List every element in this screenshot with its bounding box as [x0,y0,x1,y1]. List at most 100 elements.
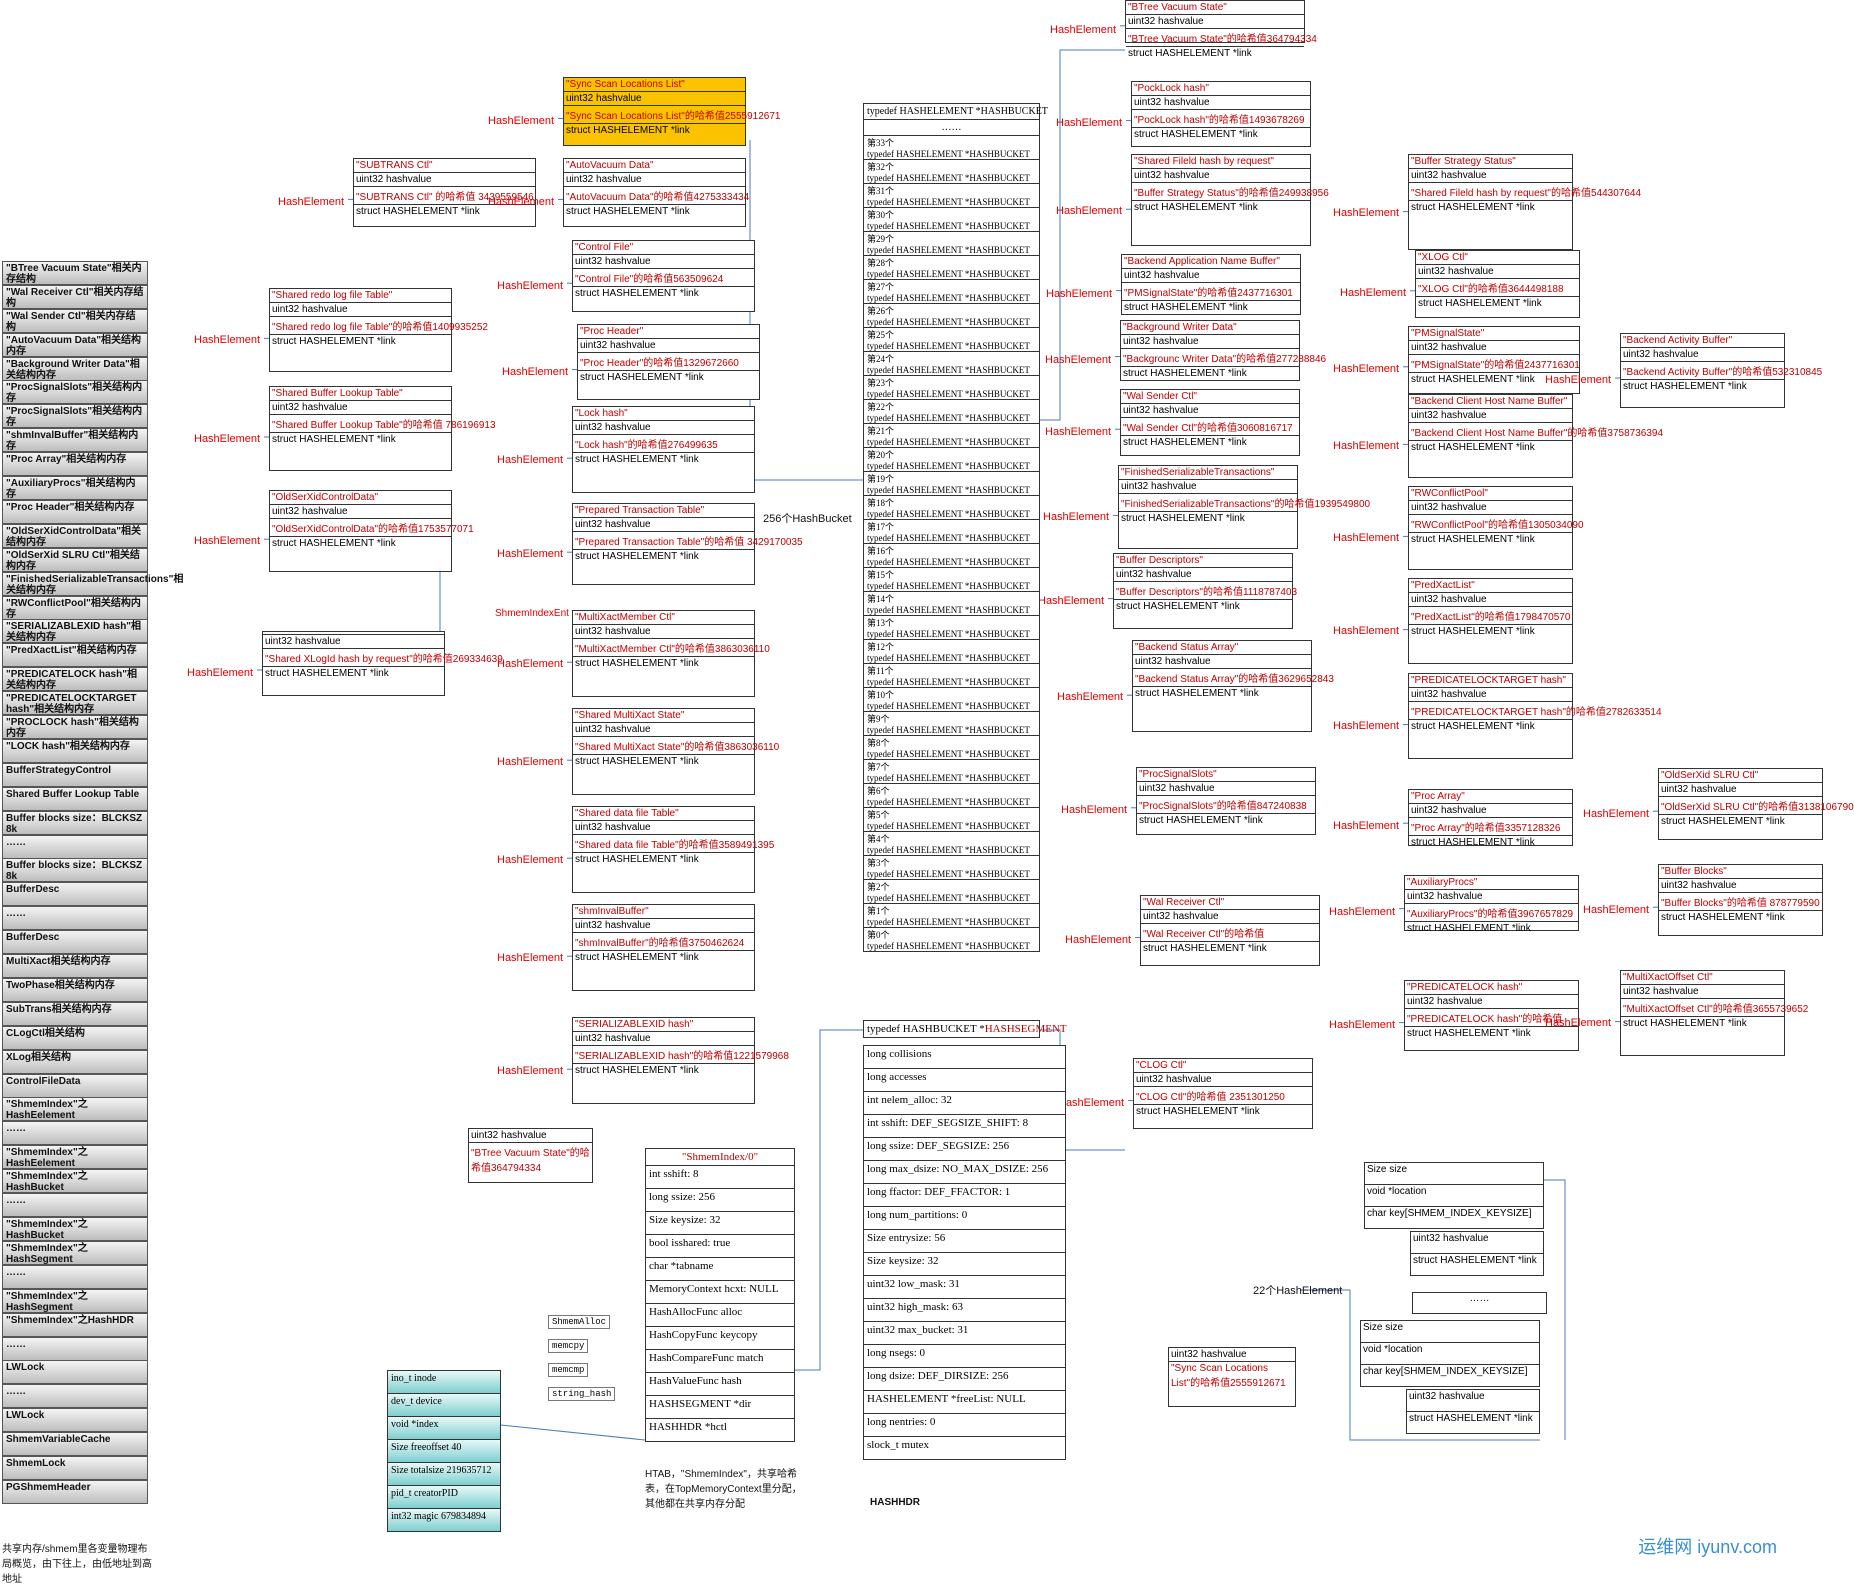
link-field: struct HASHELEMENT *link [1123,437,1247,448]
link-field: struct HASHELEMENT *link [1409,1413,1533,1424]
segment-prefix: typedef HASHBUCKET * [867,1023,985,1035]
hashhdr-field: slock_t mutex [867,1439,930,1451]
element-name: "Lock hash" [573,407,754,421]
hashvalue-field: uint32 hashvalue [354,173,535,187]
element-name: "Buffer Blocks" [1659,865,1822,879]
element-name: "Backend Activity Buffer" [1621,334,1784,348]
element-name: "Prepared Transaction Table" [573,504,754,518]
hashvalue-text: "OldSerXid SLRU Ctl"的哈希值3138106790 [1659,797,1854,815]
bucket-index: 第24个 [867,354,895,364]
bucket-index: 第3个 [867,858,890,868]
bucket-row: typedef HASHELEMENT *HASHBUCKET [864,485,1039,496]
bucket-index: 第1个 [867,906,890,916]
hash-element-box: "Proc Header"uint32 hashvalue"Proc Heade… [577,324,760,400]
hash-element-box: "PockLock hash"uint32 hashvalue"PockLock… [1131,81,1311,147]
hash-element-label: HashElement [497,952,564,964]
hash-element-box: "Lock hash"uint32 hashvalue"Lock hash"的哈… [572,406,755,493]
hashvalue-field: uint32 hashvalue [573,1032,754,1046]
hash-element-box: "Control File"uint32 hashvalue"Control F… [572,240,755,312]
sidebar-cell: "Wal Receiver Ctl"相关内存结构 [2,285,148,309]
pgshmem-field: pid_t creatorPID [388,1486,500,1509]
hash-element-box: "FinishedSerializableTransactions"uint32… [1118,465,1370,549]
bucket-row: typedef HASHELEMENT *HASHBUCKET [864,869,1039,880]
bucket-index: 第26个 [867,306,895,316]
hash-element-label: HashElement [1333,625,1400,637]
hashhdr-field: int sshift: DEF_SEGSIZE_SHIFT: 8 [864,1115,1065,1138]
hashvalue-field: uint32 hashvalue [573,518,754,532]
hashvalue-field: uint32 hashvalue [1121,404,1299,418]
hashvalue-field: uint32 hashvalue [1405,890,1578,904]
hash-element-label: HashElement [1333,532,1400,544]
hashvalue-text: "XLOG Ctl"的哈希值3644498188 [1416,279,1579,297]
hashhdr-field: long ssize: DEF_SEGSIZE: 256 [864,1138,1065,1161]
sidebar-cell: BufferStrategyControl [2,763,148,787]
bucket-row: typedef HASHELEMENT *HASHBUCKET [864,461,1039,472]
link-field: struct HASHELEMENT *link [1134,202,1258,213]
sidebar-cell: "ShmemIndex"之HashBucket [2,1169,148,1193]
link-field: struct HASHELEMENT *link [1418,298,1542,309]
hash-element-box: "MultiXactOffset Ctl"uint32 hashvalue"Mu… [1620,970,1808,1056]
bucket-row: typedef HASHELEMENT *HASHBUCKET [864,293,1039,304]
element-name: "MultiXactOffset Ctl" [1621,971,1784,985]
sidebar-cell: "Proc Array"相关结构内存 [2,452,148,476]
hashvalue-field: uint32 hashvalue [573,723,754,737]
element-name: "OldSerXid SLRU Ctl" [1659,769,1822,783]
hash-element-label: HashElement [1056,205,1123,217]
bucket-row: typedef HASHELEMENT *HASHBUCKET [864,341,1039,352]
hashvalue-field: uint32 hashvalue [1141,910,1319,924]
sidebar-caption: 共享内存/shmem里各变量物理布局概览，由下往上，由低地址到高地址 [2,1544,152,1585]
sidebar-cell: Buffer blocks size：BLCKSZ 8k [2,811,148,835]
hash-element-label: HashElement [1333,720,1400,732]
sidebar-cell: "Wal Sender Ctl"相关内存结构 [2,309,148,333]
wire [500,1424,646,1441]
sidebar-cell: "PredXactList"相关结构内存 [2,643,148,667]
hashvalue-field: uint32 hashvalue [573,625,754,639]
hashvalue-text: "Shared MultiXact State"的哈希值3863036110 [573,737,779,755]
element-name: "FinishedSerializableTransactions" [1119,466,1297,480]
hash-func-label: string_hash [548,1387,616,1401]
hash-element-box: "shmInvalBuffer"uint32 hashvalue"shmInva… [572,904,755,991]
watermark: 运维网 iyunv.com [1638,1537,1777,1557]
bucket-index: 第28个 [867,258,895,268]
bucket-row: typedef HASHELEMENT *HASHBUCKET [864,533,1039,544]
link-field: struct HASHELEMENT *link [575,854,699,865]
segment-row: typedef HASHBUCKET *HASHSEGMENT [864,1021,1067,1037]
hashvalue-field: uint32 hashvalue [564,173,745,187]
bucket-index: 第27个 [867,282,895,292]
link-field: struct HASHELEMENT *link [575,1065,699,1076]
hashvalue-field: uint32 hashvalue [1659,783,1822,797]
htab-title: "ShmemIndex/0" [646,1149,794,1166]
link-field: struct HASHELEMENT *link [265,668,389,679]
link-field: struct HASHELEMENT *link [1623,1018,1747,1029]
btree-hash-note: uint32 hashvalue"BTree Vacuum State"的哈希值… [468,1128,593,1183]
hashvalue-field: uint32 hashvalue [1409,688,1572,702]
hashvalue-text: "RWConflictPool"的哈希值1305034090 [1409,515,1584,533]
hashvalue-field: uint32 hashvalue [1126,15,1304,29]
link-field: struct HASHELEMENT *link [1411,374,1535,385]
hashhdr-field: HASHELEMENT *freeList: NULL [864,1391,1065,1414]
hashhdr-field: int nelem_alloc: 32 [864,1092,1065,1115]
link-field: struct HASHELEMENT *link [580,372,704,383]
element-name: "PREDICATELOCKTARGET hash" [1409,674,1572,688]
element-name: "Shared Fileld hash by request" [1132,155,1310,169]
bucket-index: 第13个 [867,618,895,628]
hashvalue-field: uint32 hashvalue [578,339,759,353]
hashvalue-field: uint32 hashvalue [1409,501,1572,515]
hashvalue-text: "Control File"的哈希值563509624 [573,269,754,287]
link-field: struct HASHELEMENT *link [1411,202,1535,213]
hashvalue-text: "Wal Sender Ctl"的哈希值3060816717 [1121,418,1299,436]
htab-field: HASHSEGMENT *dir [646,1396,794,1419]
hashvalue-field: uint32 hashvalue [1133,655,1311,669]
bucket-index: 第29个 [867,234,895,244]
bucket-header: typedef HASHELEMENT *HASHBUCKET [864,104,1048,120]
sidebar-cell: CLogCtl相关结构 [2,1026,148,1050]
key-field: Size size [1361,1321,1539,1343]
bucket-index: 第25个 [867,330,895,340]
sidebar-cell: Shared Buffer Lookup Table [2,787,148,811]
link-field: struct HASHELEMENT *link [1124,302,1248,313]
hashvalue-field: uint32 hashvalue [1409,593,1572,607]
hash-element-box: "PREDICATELOCKTARGET hash"uint32 hashval… [1408,673,1662,759]
hash-element-label: HashElement [1046,288,1113,300]
